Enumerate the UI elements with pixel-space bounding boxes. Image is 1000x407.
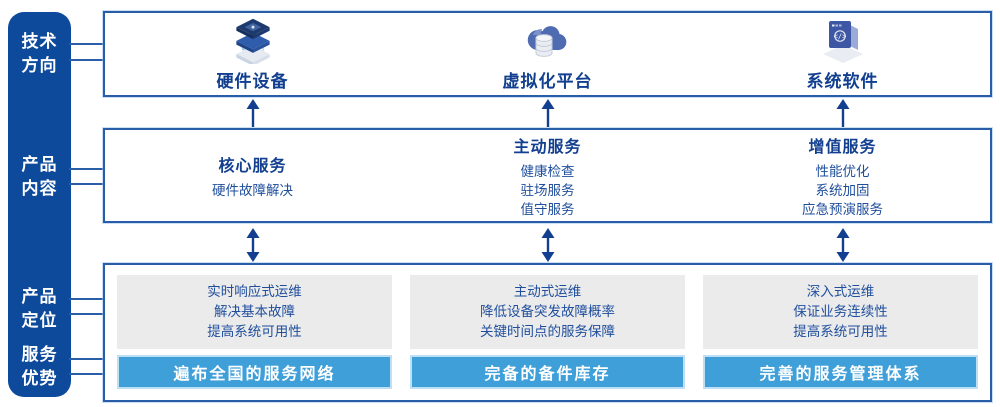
up-arrow-icon [245,99,261,127]
connector-line [69,313,105,315]
tech-column-software: </> 系统软件 [695,13,990,95]
position-line: 降低设备突发故障概率 [480,304,615,319]
position-line: 提高系统可用性 [793,324,888,339]
service-item: 性能优化 [815,163,870,179]
service-item: 应急预演服务 [802,201,883,217]
up-arrow-icon [835,99,851,127]
position-line: 实时响应式运维 [207,284,302,299]
position-panel: 主动式运维 降低设备突发故障概率 关键时间点的服务保障 [410,275,685,349]
position-line: 深入式运维 [806,284,875,299]
advantage-bar-management-system: 完善的服务管理体系 [703,355,978,389]
position-line: 主动式运维 [513,284,582,299]
service-item: 系统加固 [815,182,870,198]
sidebar-item-service-advantage: 服务 优势 [21,345,58,388]
tech-label-virtualization: 虚拟化平台 [502,72,593,91]
tech-label-hardware: 硬件设备 [216,72,289,91]
service-column-core: 核心服务 硬件故障解决 [105,130,400,221]
double-arrow-icon [835,228,851,262]
svg-text:</>: </> [833,33,846,41]
service-title: 增值服务 [808,138,877,156]
product-position-box: 实时响应式运维 解决基本故障 提高系统可用性 遍布全国的服务网络 主动式运维 降… [103,263,992,402]
position-line: 关键时间点的服务保障 [480,324,615,339]
connector-line [69,298,105,300]
connector-line [69,373,105,375]
position-column-proactive: 主动式运维 降低设备突发故障概率 关键时间点的服务保障 完备的备件库存 [410,275,685,389]
advantage-bar-service-network: 遍布全国的服务网络 [117,355,392,389]
sidebar-item-product-content: 产品 内容 [21,155,58,198]
position-column-realtime: 实时响应式运维 解决基本故障 提高系统可用性 遍布全国的服务网络 [117,275,392,389]
position-line: 解决基本故障 [214,304,295,319]
code-window-icon: </> [819,16,867,64]
connector-line [69,168,105,170]
position-line: 保证业务连续性 [793,304,888,319]
cloud-database-icon [524,16,572,64]
connector-line [69,59,105,61]
tech-direction-box: 硬件设备 虚拟化平台 [103,11,992,97]
service-item: 值守服务 [520,201,575,217]
tech-column-virtualization: 虚拟化平台 [400,13,695,95]
position-panel: 实时响应式运维 解决基本故障 提高系统可用性 [117,275,392,349]
service-item: 驻场服务 [520,182,575,198]
service-column-proactive: 主动服务 健康检查 驻场服务 值守服务 [400,130,695,221]
tech-column-hardware: 硬件设备 [105,13,400,95]
tech-label-software: 系统软件 [806,72,879,91]
product-content-box: 核心服务 硬件故障解决 主动服务 健康检查 驻场服务 值守服务 增值服务 性能优… [103,128,992,223]
up-arrow-icon [540,99,556,127]
position-panel: 深入式运维 保证业务连续性 提高系统可用性 [703,275,978,349]
service-column-value-added: 增值服务 性能优化 系统加固 应急预演服务 [695,130,990,221]
connector-line [69,43,105,45]
double-arrow-icon [245,228,261,262]
sidebar: 技术 方向 产品 内容 产品 定位 服务 优势 [8,12,71,397]
service-item: 硬件故障解决 [212,182,293,198]
sidebar-item-tech-direction: 技术 方向 [21,32,58,75]
service-item: 健康检查 [520,163,575,179]
double-arrow-icon [540,228,556,262]
service-title: 主动服务 [513,138,582,156]
advantage-bar-spare-parts: 完备的备件库存 [410,355,685,389]
service-title: 核心服务 [218,157,287,175]
server-stack-icon [229,16,277,64]
sidebar-item-product-position: 产品 定位 [21,287,58,330]
connector-line [69,358,105,360]
position-line: 提高系统可用性 [207,324,302,339]
connector-line [69,183,105,185]
position-column-deep: 深入式运维 保证业务连续性 提高系统可用性 完善的服务管理体系 [703,275,978,389]
